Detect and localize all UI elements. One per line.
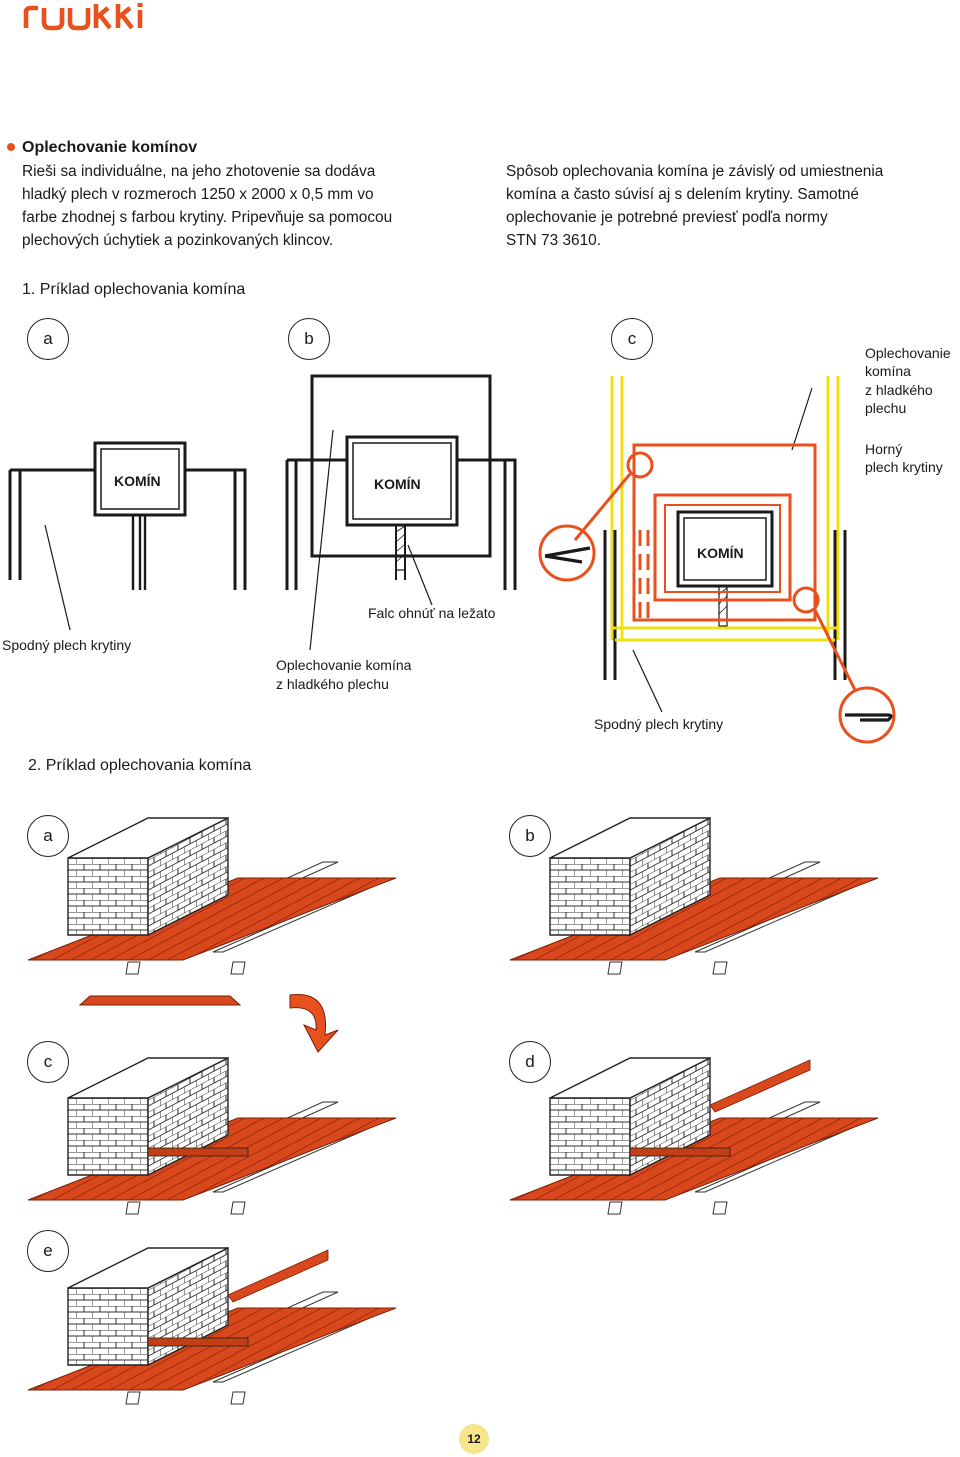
scene-a bbox=[27, 817, 397, 975]
page-number-badge: 12 bbox=[459, 1424, 489, 1454]
callout-upper-sheet-1: Horný bbox=[865, 441, 903, 457]
intro-title: Oplechovanie komínov bbox=[22, 139, 198, 156]
callout-bottom-sheet-left: Spodný plech krytiny bbox=[2, 637, 132, 653]
chimney-label-c: KOMÍN bbox=[697, 545, 744, 561]
drawing-b bbox=[285, 374, 517, 651]
label-circle-c: c bbox=[611, 318, 653, 360]
chimney-label-a: KOMÍN bbox=[114, 473, 161, 489]
label-circle-2d: d bbox=[509, 1041, 551, 1083]
intro-right-line: Spôsob oplechovania komína je závislý od… bbox=[506, 163, 884, 180]
example1-diagram bbox=[8, 374, 896, 744]
callout-flashing-smooth-2: z hladkého plechu bbox=[276, 676, 389, 692]
callout-right-flash-1: Oplechovanie bbox=[865, 345, 951, 361]
label-circle-2a: a bbox=[27, 815, 69, 857]
intro-left-line: plechových úchytiek a pozinkovaných klin… bbox=[22, 232, 334, 249]
callout-right-flash-4: plechu bbox=[865, 400, 907, 416]
callout-upper-sheet-2: plech krytiny bbox=[865, 459, 943, 475]
intro-left-line: hladký plech v rozmeroch 1250 x 2000 x 0… bbox=[22, 186, 374, 203]
label-circle-2c: c bbox=[27, 1041, 69, 1083]
label-circle-a: a bbox=[27, 318, 69, 360]
intro-right-line: STN 73 3610. bbox=[506, 232, 601, 249]
ruukki-logo bbox=[23, 3, 143, 31]
intro-right-line: komína a často súvisí aj s delením kryti… bbox=[506, 186, 859, 203]
example1-title: 1. Príklad oplechovania komína bbox=[22, 281, 246, 298]
label-circle-2b: b bbox=[509, 815, 551, 857]
intro-left-paragraph: Rieši sa individuálne, na jeho zhotoveni… bbox=[22, 160, 452, 252]
drawing-c-yellow bbox=[610, 376, 840, 642]
fold-details bbox=[544, 546, 893, 722]
placement-arrow bbox=[289, 994, 339, 1053]
intro-right-line: oplechovanie je potrebné previesť podľa … bbox=[506, 209, 828, 226]
drawing-c-orange bbox=[538, 443, 896, 744]
scene-b bbox=[509, 817, 879, 975]
loose-flashing-sheet bbox=[78, 995, 242, 1006]
drawing-c bbox=[603, 387, 847, 713]
scene-e bbox=[27, 1247, 397, 1405]
scene-d bbox=[509, 1057, 879, 1215]
callout-right-flash-2: komína bbox=[865, 363, 911, 379]
intro-left-line: farbe zhodnej s farbou krytiny. Pripevňu… bbox=[22, 209, 393, 226]
scene-c bbox=[27, 1057, 397, 1215]
example2-title: 2. Príklad oplechovania komína bbox=[28, 757, 252, 774]
callout-bottom-sheet-right: Spodný plech krytiny bbox=[594, 716, 724, 732]
chimney-label-b: KOMÍN bbox=[374, 476, 421, 492]
callout-right-flash-3: z hladkého bbox=[865, 382, 933, 398]
intro-left-line: Rieši sa individuálne, na jeho zhotoveni… bbox=[22, 163, 376, 180]
callout-fold: Falc ohnúť na ležato bbox=[368, 605, 496, 621]
drawing-a bbox=[8, 441, 247, 631]
bullet-dot bbox=[7, 143, 15, 151]
callout-flashing-smooth-1: Oplechovanie komína bbox=[276, 657, 412, 673]
intro-right-paragraph: Spôsob oplechovania komína je závislý od… bbox=[506, 160, 946, 252]
label-circle-b: b bbox=[288, 318, 330, 360]
label-circle-2e: e bbox=[27, 1230, 69, 1272]
